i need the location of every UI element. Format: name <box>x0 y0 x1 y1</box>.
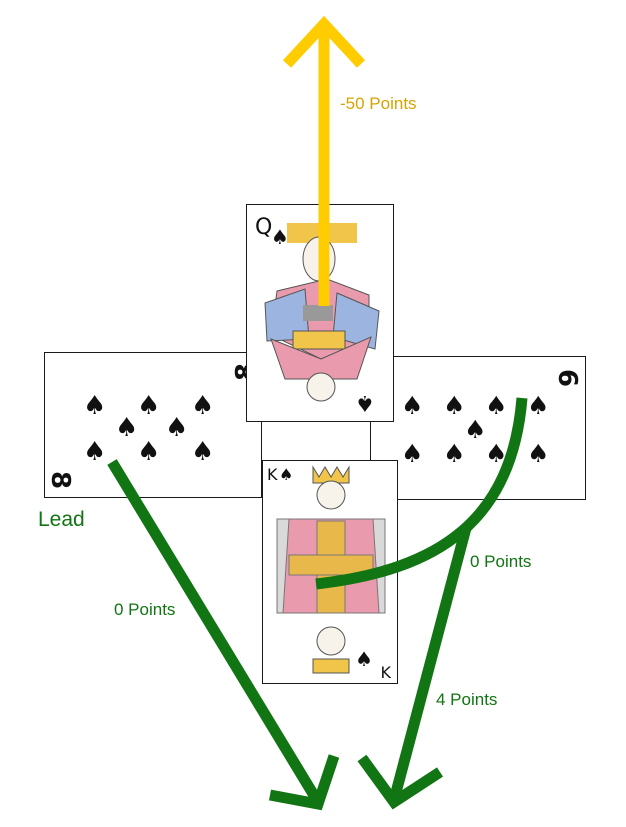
spade-pip: ♠ <box>464 415 487 444</box>
card-eight-of-spades[interactable]: 8 8 ♠ ♠ ♠ ♠ ♠ ♠ ♠ ♠ <box>44 352 262 498</box>
card-queen-of-spades[interactable]: Q ♠ ♠ <box>246 204 394 422</box>
spade-pip: ♠ <box>485 439 508 468</box>
queen-face-illustration <box>264 223 380 402</box>
spade-pip: ♠ <box>527 439 550 468</box>
spade-pip: ♠ <box>115 413 139 443</box>
nine-points-label: 0 Points <box>470 552 532 571</box>
spade-pip: ♠ <box>137 437 161 467</box>
spade-pip: ♠ <box>443 391 466 420</box>
queen-points-label: -50 Points <box>340 94 417 113</box>
spade-pip: ♠ <box>191 391 215 421</box>
spade-pip: ♠ <box>485 391 508 420</box>
spade-pip: ♠ <box>443 439 466 468</box>
card-rank-bottom: 8 <box>45 470 76 490</box>
card-suit-top: ♠ <box>271 225 289 249</box>
card-nine-of-spades[interactable]: 9 9 ♠ ♠ ♠ ♠ ♠ ♠ ♠ ♠ ♠ <box>370 356 586 500</box>
spade-pip: ♠ <box>401 391 424 420</box>
card-rank-top: Q <box>255 215 273 240</box>
spade-pip: ♠ <box>83 391 107 421</box>
king-points-label: 4 Points <box>436 690 498 709</box>
card-suit-bottom: ♠ <box>355 390 375 415</box>
king-face-illustration <box>276 465 386 674</box>
card-king-of-spades[interactable]: K ♠ ♠ K <box>262 460 398 684</box>
spade-pip: ♠ <box>137 391 161 421</box>
lead-label: Lead <box>38 508 85 531</box>
spade-pip: ♠ <box>401 439 424 468</box>
spade-pip: ♠ <box>165 413 189 443</box>
spade-pip: ♠ <box>527 391 550 420</box>
card-rank-top: 9 <box>554 368 585 388</box>
card-rank-bottom: K <box>380 663 392 682</box>
spade-pip: ♠ <box>83 437 107 467</box>
spade-pip: ♠ <box>191 437 215 467</box>
card-suit-bottom: ♠ <box>355 647 373 671</box>
eight-points-label: 0 Points <box>114 600 176 619</box>
